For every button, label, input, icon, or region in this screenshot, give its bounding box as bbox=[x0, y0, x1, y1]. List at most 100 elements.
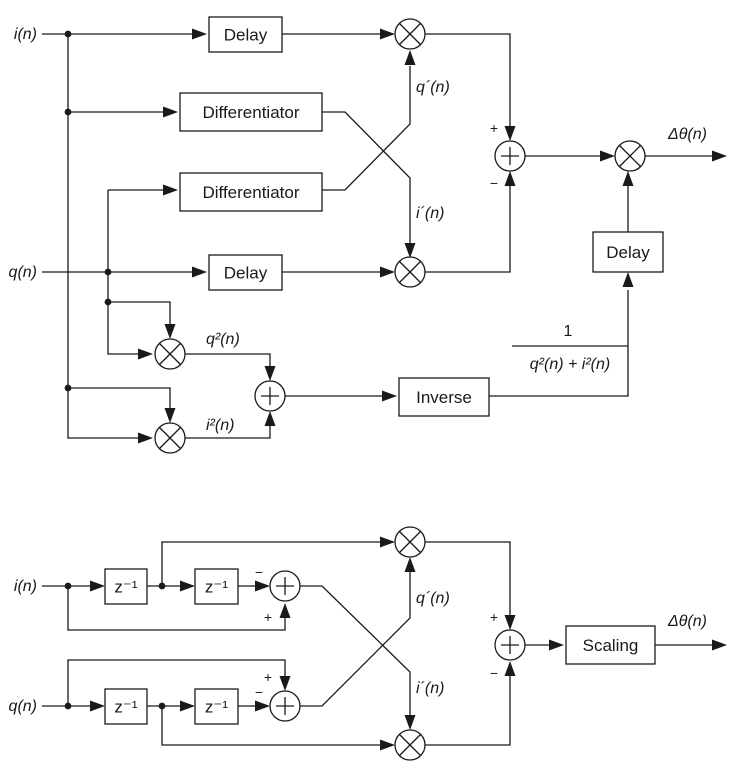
bottom-wire-i-diff-to-mult-bottom bbox=[300, 585, 411, 715]
bottom-q-junction bbox=[64, 702, 72, 710]
top-wire-mult-top-out bbox=[425, 33, 511, 126]
bottom-i-junction bbox=[64, 582, 72, 590]
top-arrow-sum-plus bbox=[504, 126, 516, 141]
top-output-label: Δθ(n) bbox=[667, 126, 707, 143]
bottom-mult-bottom bbox=[394, 729, 426, 761]
bottom-scaling-block-label: Scaling bbox=[583, 636, 639, 655]
top-sum-squares bbox=[254, 380, 286, 412]
top-q-squared-label: q²(n) bbox=[206, 331, 240, 348]
bottom-arrow-i-prime bbox=[404, 715, 416, 730]
top-mult-output-cross-b bbox=[618, 144, 642, 168]
bottom-arrow-sum-minus bbox=[504, 661, 516, 676]
bottom-wire-i-bypass bbox=[67, 586, 286, 631]
bottom-arrow-sum-q-plus bbox=[279, 676, 291, 691]
top-arrow-mult-isq-top bbox=[164, 408, 176, 423]
bottom-arrow-mult-top bbox=[380, 536, 395, 548]
top-wire-inverse-out bbox=[489, 290, 629, 397]
top-inverse-block-frame bbox=[398, 377, 490, 417]
bottom-z1-i-block-frame bbox=[104, 568, 148, 605]
bottom-arrow-q-prime bbox=[404, 557, 416, 572]
bottom-z2-i-block: z⁻¹ bbox=[194, 568, 239, 605]
top-arrow-delay-out bbox=[622, 272, 634, 287]
top-delay-out-block-frame bbox=[592, 231, 664, 273]
bottom-mult-top-cross-b bbox=[398, 530, 422, 554]
top-wire-mult-bottom-out bbox=[425, 186, 511, 273]
top-arrow-delay-i bbox=[192, 28, 207, 40]
top-arrow-inverse bbox=[382, 390, 397, 402]
top-input-q-label: q(n) bbox=[9, 264, 37, 281]
bottom-z1-q-block-frame bbox=[104, 688, 148, 725]
top-arrow-sum2-top bbox=[264, 366, 276, 381]
bottom-arrow-scaling bbox=[549, 639, 564, 651]
bottom-sum-q-plus-sign: + bbox=[264, 669, 272, 685]
bottom-q-delay-junction bbox=[158, 702, 166, 710]
top-arrow-mult-qsq-in bbox=[138, 348, 153, 360]
bottom-arrow-z1-q bbox=[90, 700, 105, 712]
top-arrow-diff2 bbox=[163, 184, 178, 196]
bottom-z1-i-block-label: z⁻¹ bbox=[114, 578, 137, 597]
bottom-scaling-block-frame bbox=[565, 625, 656, 665]
bottom-output-label: Δθ(n) bbox=[667, 613, 707, 630]
top-mult-isq-cross-b bbox=[158, 426, 182, 450]
top-differentiator-1-block-label: Differentiator bbox=[202, 103, 299, 122]
bottom-q-prime-label: q´(n) bbox=[416, 590, 450, 607]
top-mult-bottom bbox=[394, 256, 426, 288]
top-arrow-mult-out-in bbox=[600, 150, 615, 162]
top-wire-q-to-qsq bbox=[108, 301, 171, 324]
top-arrow-sum-minus bbox=[504, 171, 516, 186]
bottom-wire-mult-top-out bbox=[425, 541, 511, 615]
top-sum-main bbox=[494, 140, 526, 172]
top-wire-diff1-to-mult-bottom bbox=[322, 111, 411, 247]
bottom-z2-i-block-frame bbox=[194, 568, 239, 605]
top-wire-q-trunk bbox=[107, 190, 138, 355]
top-q-junction-1 bbox=[104, 268, 112, 276]
top-i-squared-label: i²(n) bbox=[206, 417, 234, 434]
bottom-z1-q-block: z⁻¹ bbox=[104, 688, 148, 725]
top-differentiator-1-block: Differentiator bbox=[179, 92, 323, 132]
bottom-input-q-label: q(n) bbox=[9, 698, 37, 715]
top-delay-i-block: Delay bbox=[208, 16, 283, 53]
top-differentiator-2-block-label: Differentiator bbox=[202, 183, 299, 202]
bottom-wire-i-delayed bbox=[161, 541, 380, 586]
top-mult-qsq-cross-b bbox=[158, 342, 182, 366]
top-arrow-mult-top bbox=[380, 28, 395, 40]
bottom-sum-q-minus-sign: − bbox=[255, 684, 263, 700]
bottom-i-delay-junction bbox=[158, 582, 166, 590]
bottom-scaling-block: Scaling bbox=[565, 625, 656, 665]
top-i-junction-1 bbox=[64, 30, 72, 38]
diagram-labels: i(n)q(n)q´(n)i´(n)q²(n)i²(n)Δθ(n)1q²(n) … bbox=[9, 26, 707, 715]
top-wire-isq-to-sum bbox=[185, 426, 271, 439]
top-i-junction-3 bbox=[64, 384, 72, 392]
bottom-sum-plus-sign: + bbox=[490, 609, 498, 625]
bottom-arrow-mult-bottom bbox=[380, 739, 395, 751]
top-arrow-delay-q bbox=[192, 266, 207, 278]
top-inverse-block-label: Inverse bbox=[416, 388, 472, 407]
top-delay-out-block-label: Delay bbox=[606, 243, 650, 262]
bottom-arrow-sum-q-minus bbox=[255, 700, 270, 712]
bottom-z2-q-block: z⁻¹ bbox=[194, 688, 239, 725]
top-inverse-block: Inverse bbox=[398, 377, 490, 417]
bottom-wire-q-delayed bbox=[161, 706, 380, 746]
bottom-mult-bottom-cross-b bbox=[398, 733, 422, 757]
top-arrow-mult-out-bottom bbox=[622, 171, 634, 186]
top-delay-q-block: Delay bbox=[208, 254, 283, 291]
top-mult-isq bbox=[154, 422, 186, 454]
bottom-mult-top bbox=[394, 526, 426, 558]
bottom-i-prime-label: i´(n) bbox=[416, 680, 444, 697]
top-mult-top-cross-b bbox=[398, 22, 422, 46]
top-sum-plus-sign: + bbox=[490, 120, 498, 136]
top-wire-qsq-to-sum bbox=[185, 353, 271, 366]
top-arrow-mult-isq-in bbox=[138, 432, 153, 444]
top-delay-q-block-frame bbox=[208, 254, 283, 291]
signal-wires bbox=[42, 33, 712, 746]
bottom-sum-minus-sign: − bbox=[490, 665, 498, 681]
bottom-wire-q-bypass bbox=[67, 659, 286, 706]
top-arrow-i-prime bbox=[404, 243, 416, 258]
bottom-z2-i-block-label: z⁻¹ bbox=[205, 578, 228, 597]
top-differentiator-2-block-frame bbox=[179, 172, 323, 212]
bottom-arrow-sum-plus bbox=[504, 615, 516, 630]
top-differentiator-1-block-frame bbox=[179, 92, 323, 132]
bottom-sum-q bbox=[269, 690, 301, 722]
top-mult-bottom-cross-b bbox=[398, 260, 422, 284]
